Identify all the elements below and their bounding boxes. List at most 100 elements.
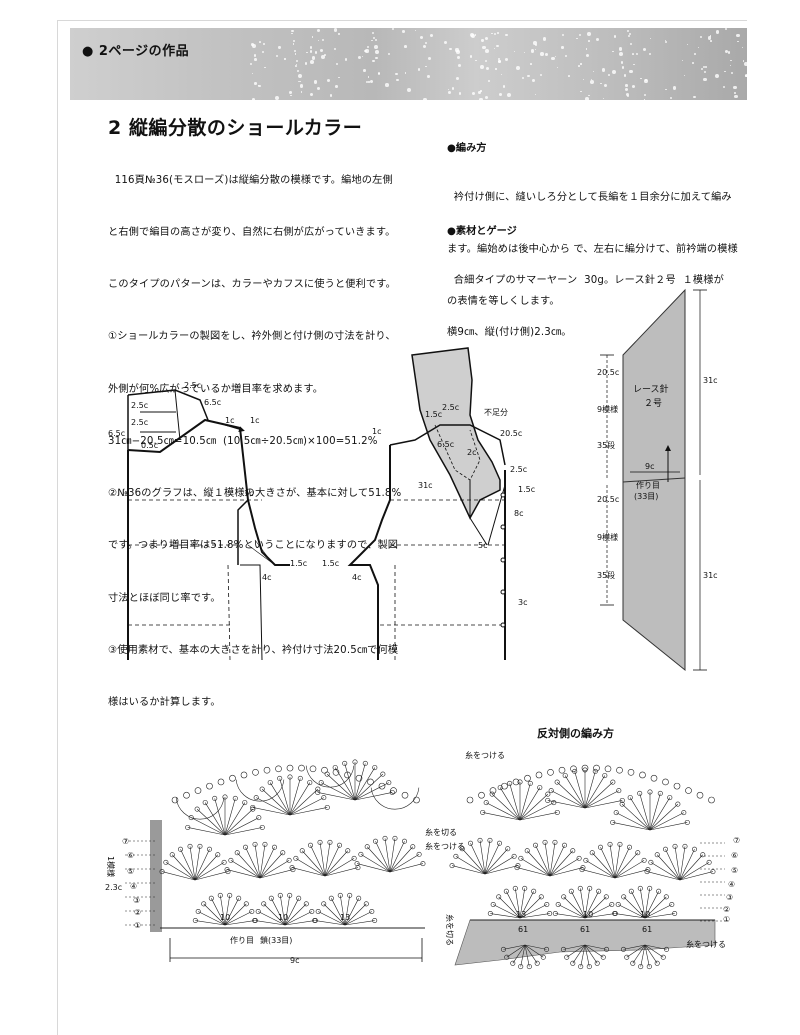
chain-loop bbox=[262, 841, 268, 847]
header-speckle bbox=[275, 95, 279, 100]
stitch bbox=[284, 898, 299, 926]
chain-loop bbox=[342, 760, 348, 766]
stitch bbox=[354, 767, 376, 801]
stitch bbox=[632, 944, 646, 964]
chain-loop bbox=[617, 841, 623, 847]
chart-right-count: 10 bbox=[640, 910, 650, 919]
header-speckle bbox=[608, 74, 611, 76]
header-speckle bbox=[640, 77, 642, 80]
stitch bbox=[289, 807, 328, 816]
stitch bbox=[284, 911, 312, 926]
header-speckle bbox=[513, 50, 515, 52]
chain-loop bbox=[517, 779, 523, 785]
header-speckle bbox=[374, 38, 378, 42]
picot bbox=[604, 765, 612, 773]
chain-loop bbox=[526, 964, 532, 970]
header-speckle bbox=[531, 78, 535, 82]
chain-loop bbox=[604, 946, 610, 952]
chain-loop bbox=[337, 892, 343, 898]
stitch bbox=[544, 842, 551, 877]
chain-loop bbox=[542, 839, 548, 845]
header-speckle bbox=[729, 65, 731, 67]
header-speckle bbox=[618, 47, 623, 52]
stitch bbox=[331, 898, 346, 926]
collar-start-label: 作り目 bbox=[636, 480, 660, 490]
chain-loop bbox=[648, 859, 654, 865]
stitch bbox=[259, 847, 275, 879]
stitch bbox=[679, 871, 714, 881]
header-speckle bbox=[496, 44, 499, 48]
stitch bbox=[618, 904, 646, 919]
header-speckle bbox=[374, 45, 378, 50]
chain-loop bbox=[554, 779, 560, 785]
stitch bbox=[665, 849, 681, 881]
chart-left-row: ⑥ bbox=[127, 851, 134, 860]
picot bbox=[413, 796, 420, 804]
chain-loop bbox=[641, 857, 647, 863]
stitch bbox=[644, 888, 651, 919]
header-speckle bbox=[394, 72, 398, 76]
picot bbox=[639, 771, 646, 779]
header-speckle bbox=[370, 80, 373, 83]
stitch bbox=[194, 871, 229, 881]
header-speckle bbox=[367, 45, 370, 48]
chain-loop bbox=[524, 848, 530, 854]
stitch bbox=[563, 896, 586, 919]
intro-line: 外側が何%広がっているか増目率を求めます。 bbox=[108, 383, 324, 395]
stitch bbox=[549, 845, 565, 877]
header-speckle bbox=[310, 59, 315, 64]
stitch bbox=[520, 858, 551, 877]
chain-loop bbox=[675, 801, 681, 807]
chain-loop bbox=[610, 779, 616, 785]
chain-loop bbox=[555, 902, 561, 908]
picot bbox=[263, 766, 271, 774]
chain-loop bbox=[259, 824, 265, 830]
stitch bbox=[484, 865, 519, 875]
chain-loop bbox=[646, 964, 652, 970]
header-speckle bbox=[619, 52, 624, 57]
header-speckle bbox=[578, 33, 582, 36]
right-label: 1.5c bbox=[322, 559, 339, 568]
stitch bbox=[592, 852, 616, 879]
chart-left-start-count: 鎖(33目) bbox=[260, 935, 292, 945]
picot bbox=[627, 768, 635, 776]
header-speckle bbox=[614, 35, 617, 38]
chain-loop bbox=[589, 850, 595, 856]
intro-line: 31㎝−20.5㎝=10.5㎝ (10.5㎝÷20.5㎝)×100=51.2% bbox=[108, 435, 378, 447]
header-speckle bbox=[478, 90, 481, 94]
right-bodice bbox=[347, 347, 506, 660]
picot bbox=[183, 791, 190, 799]
stitch bbox=[649, 793, 661, 831]
header-speckle bbox=[665, 88, 667, 91]
stitch bbox=[584, 800, 623, 809]
header-speckle bbox=[611, 70, 616, 75]
stitch bbox=[180, 849, 196, 881]
page-title: 2 縦編分散のショールカラー bbox=[108, 117, 363, 139]
chain-loop bbox=[706, 859, 712, 865]
chain-loop bbox=[206, 846, 212, 852]
chain-loop bbox=[336, 842, 342, 848]
chart-left-edge bbox=[150, 820, 162, 932]
header-speckle bbox=[485, 66, 489, 70]
chain-loop bbox=[212, 795, 218, 801]
chain-loop bbox=[570, 960, 576, 966]
stitch bbox=[563, 944, 586, 950]
chain-loop bbox=[363, 901, 369, 907]
stitch bbox=[224, 920, 255, 926]
picot bbox=[321, 766, 328, 774]
chain-loop bbox=[512, 885, 518, 891]
chain-loop bbox=[328, 895, 334, 901]
header-speckle bbox=[479, 97, 483, 100]
chain-loop bbox=[663, 894, 669, 900]
stitch bbox=[324, 845, 340, 877]
stitch bbox=[321, 782, 356, 801]
picot bbox=[171, 796, 179, 804]
picot bbox=[535, 771, 543, 779]
header-speckle bbox=[289, 94, 292, 97]
left-label: 6.5c bbox=[204, 398, 221, 407]
chain-loop bbox=[297, 775, 303, 781]
header-speckle bbox=[585, 48, 588, 50]
stitch bbox=[455, 856, 486, 875]
intro-line: このタイプのパターンは、カラーやカフスに使うと便利です。 bbox=[108, 279, 396, 291]
stitch bbox=[612, 822, 651, 831]
